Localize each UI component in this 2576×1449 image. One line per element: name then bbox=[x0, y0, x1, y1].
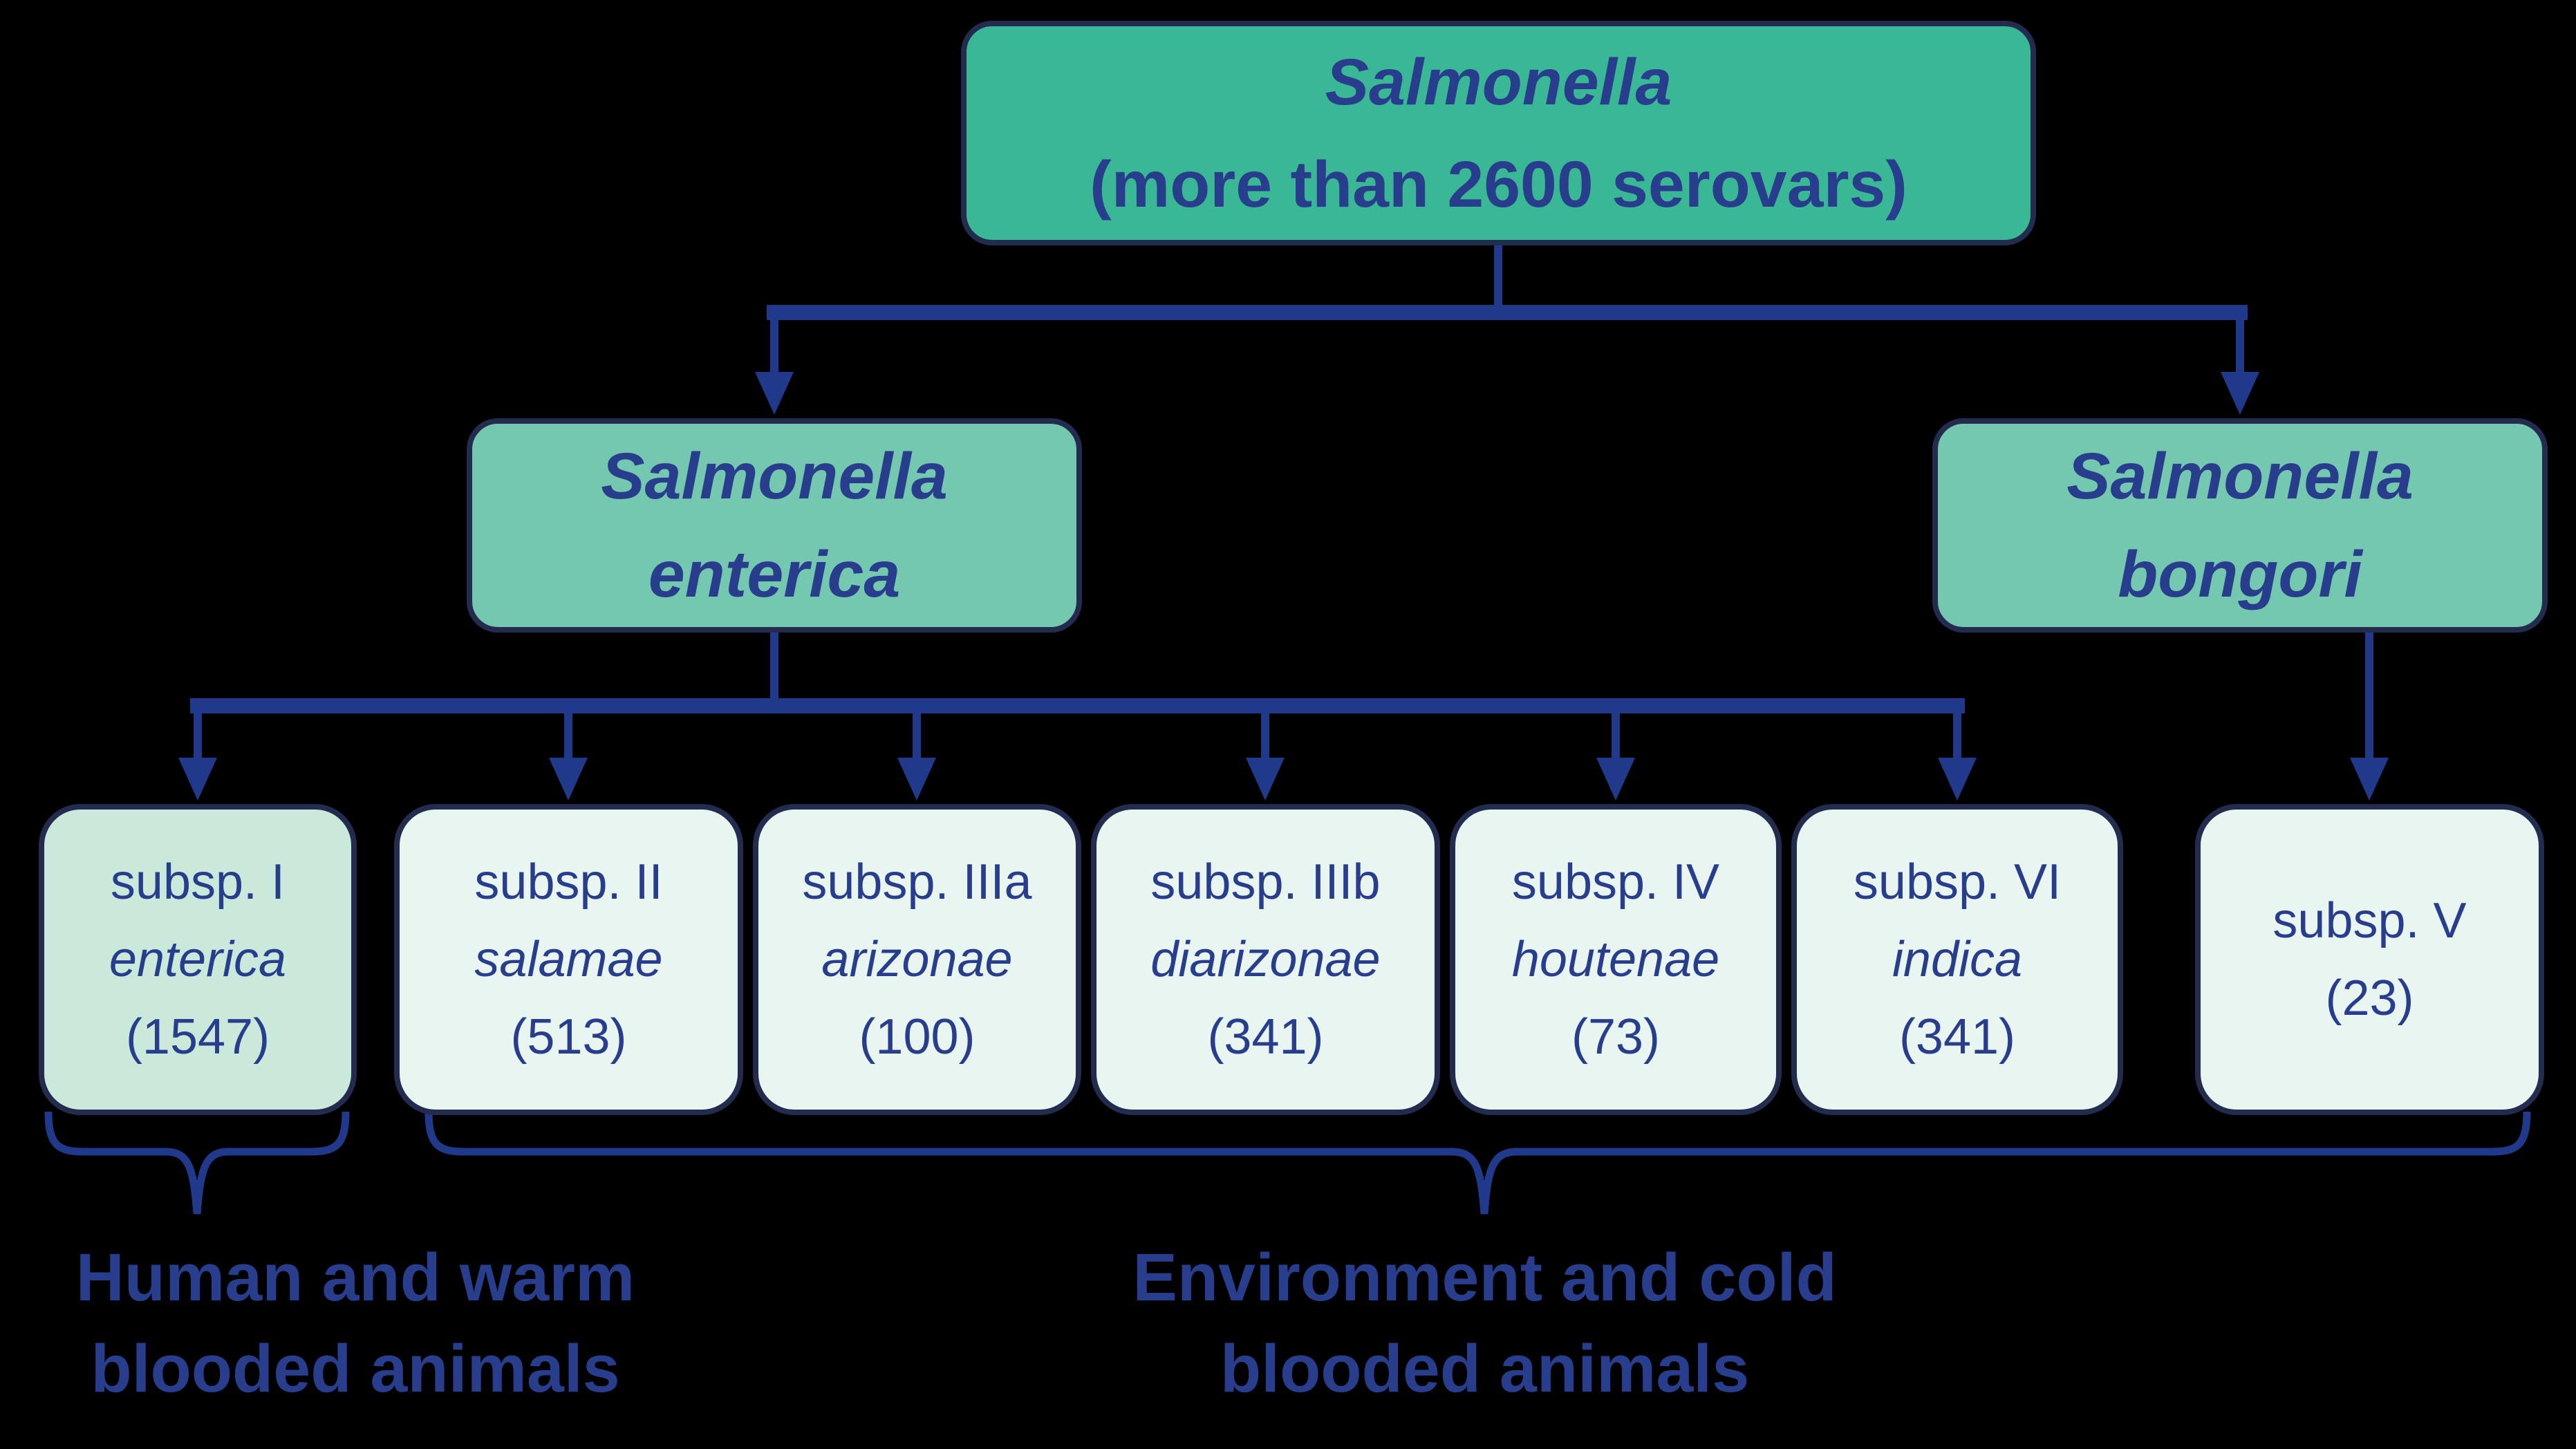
subspecies-count: (341) bbox=[1898, 1009, 2016, 1065]
subspecies-box-iiia-arizonae: subsp. IIIa arizonae (100) bbox=[753, 804, 1081, 1115]
subspecies-rank: subsp. I bbox=[110, 854, 286, 910]
subspecies-name: enterica bbox=[109, 932, 287, 987]
genus-name: Salmonella bbox=[1325, 45, 1672, 119]
subspecies-box-vi-indica: subsp. VI indica (341) bbox=[1791, 804, 2123, 1115]
subspecies-count: (73) bbox=[1571, 1009, 1661, 1065]
group-label-line: Environment and cold bbox=[1132, 1240, 1837, 1315]
arrowhead-to-subsp-2 bbox=[549, 758, 588, 801]
bongori-to-subsp-v-connector bbox=[2350, 630, 2389, 801]
subspecies-box-v: subsp. V (23) bbox=[2195, 804, 2544, 1115]
subspecies-rank: subsp. IIIb bbox=[1150, 854, 1381, 910]
subspecies-count: (1547) bbox=[125, 1009, 270, 1065]
subspecies-box-i-enterica: subsp. I enterica (1547) bbox=[39, 804, 357, 1115]
group-label-line: blooded animals bbox=[91, 1331, 620, 1406]
subspecies-name: arizonae bbox=[821, 932, 1013, 987]
arrowhead-to-subsp-1 bbox=[178, 758, 217, 801]
group-label-line: blooded animals bbox=[1220, 1331, 1750, 1406]
subspecies-count: (100) bbox=[859, 1009, 976, 1065]
group-label-cold-blooded: Environment and cold blooded animals bbox=[1092, 1232, 1877, 1414]
group-label-warm-blooded: Human and warm blooded animals bbox=[30, 1232, 680, 1414]
group-label-line: Human and warm bbox=[75, 1240, 635, 1315]
subspecies-box-iiib-diarizonae: subsp. IIIb diarizonae (341) bbox=[1091, 804, 1440, 1115]
subspecies-rank: subsp. IIIa bbox=[802, 854, 1032, 910]
subspecies-count: (23) bbox=[2325, 971, 2414, 1026]
species-box-salmonella-enterica: Salmonella enterica bbox=[467, 418, 1082, 633]
arrowhead-to-subsp-5 bbox=[1596, 758, 1635, 801]
genus-box-salmonella: Salmonella (more than 2600 serovars) bbox=[961, 21, 2036, 245]
arrowhead-to-bongori bbox=[2221, 372, 2259, 415]
arrowhead-to-subsp-4 bbox=[1246, 758, 1285, 801]
subspecies-count: (341) bbox=[1207, 1009, 1324, 1065]
species-genus-line: Salmonella bbox=[2066, 440, 2414, 513]
subspecies-name: salamae bbox=[474, 932, 663, 987]
arrowhead-to-subsp-6 bbox=[1938, 758, 1977, 801]
species-epithet-line: bongori bbox=[2118, 538, 2362, 611]
brace-warm-group bbox=[44, 1111, 350, 1215]
subspecies-rank: subsp. IV bbox=[1511, 854, 1720, 910]
subspecies-box-ii-salamae: subsp. II salamae (513) bbox=[394, 804, 743, 1115]
subspecies-box-iv-houtenae: subsp. IV houtenae (73) bbox=[1450, 804, 1782, 1115]
subspecies-rank: subsp. II bbox=[474, 854, 663, 910]
enterica-to-subspecies-connector bbox=[178, 630, 1977, 801]
subspecies-rank: subsp. VI bbox=[1853, 854, 2062, 910]
genus-serovar-note: (more than 2600 serovars) bbox=[1090, 147, 1907, 221]
arrowhead-to-subsp-3 bbox=[897, 758, 936, 801]
species-box-salmonella-bongori: Salmonella bongori bbox=[1932, 418, 2548, 633]
arrowhead-to-enterica bbox=[755, 372, 794, 415]
root-to-species-connector bbox=[755, 243, 2259, 415]
subspecies-count: (513) bbox=[510, 1009, 627, 1065]
subspecies-name: houtenae bbox=[1511, 932, 1720, 987]
brace-cold-group bbox=[424, 1111, 2531, 1215]
subspecies-rank: subsp. V bbox=[2272, 893, 2467, 948]
subspecies-name: indica bbox=[1892, 932, 2023, 987]
subspecies-name: diarizonae bbox=[1150, 932, 1381, 987]
arrowhead-to-subsp-7 bbox=[2350, 758, 2389, 801]
species-genus-line: Salmonella bbox=[601, 440, 948, 513]
species-epithet-line: enterica bbox=[648, 538, 901, 611]
